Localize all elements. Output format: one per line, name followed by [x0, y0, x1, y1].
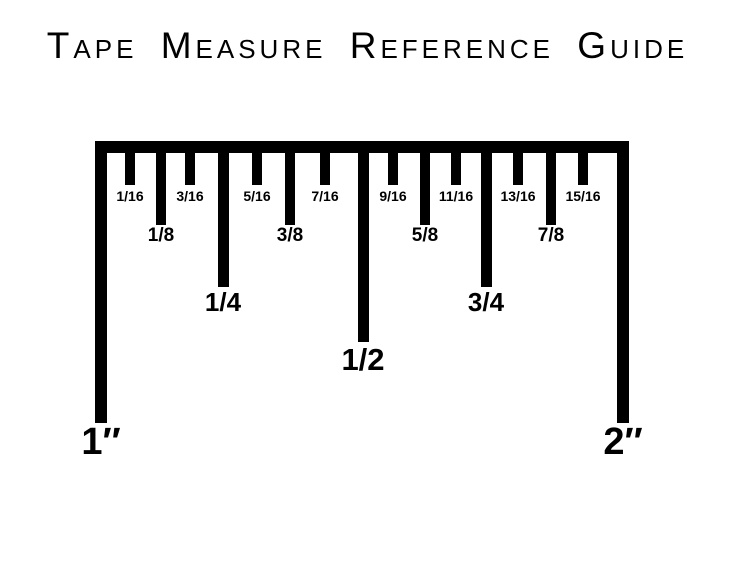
ruler-tick-7-16 [320, 141, 330, 185]
ruler-tick-13-16 [513, 141, 523, 185]
ruler-tick-1-2 [357, 141, 369, 342]
ruler-tick-15-16 [578, 141, 588, 185]
ruler-label-3-8: 3/8 [276, 225, 304, 246]
ruler-tick-1-8 [156, 141, 166, 225]
ruler-label-7-16: 7/16 [311, 188, 339, 204]
ruler-tick-3-16 [185, 141, 195, 185]
ruler-label-9-16: 9/16 [379, 188, 407, 204]
ruler-label-1-4: 1/4 [204, 287, 242, 317]
ruler-label-15-16: 15/16 [565, 188, 601, 204]
page-title: Tape Measure Reference Guide [46, 25, 689, 66]
ruler-label-11-16: 11/16 [438, 188, 474, 204]
ruler-label-1-2: 1/2 [341, 342, 385, 377]
ruler-tick-9-16 [388, 141, 398, 185]
ruler-tick-2in [617, 141, 629, 423]
ruler-tick-5-8 [420, 141, 430, 225]
ruler-label-3-16: 3/16 [176, 188, 204, 204]
ruler-tick-3-4 [480, 141, 492, 287]
ruler-label-7-8: 7/8 [537, 225, 565, 246]
ruler-label-13-16: 13/16 [500, 188, 536, 204]
ruler-tick-3-8 [285, 141, 295, 225]
ruler-label-5-16: 5/16 [243, 188, 271, 204]
ruler-tick-7-8 [546, 141, 556, 225]
ruler-label-1-8: 1/8 [147, 225, 175, 246]
ruler-tick-5-16 [252, 141, 262, 185]
ruler-tick-1-4 [217, 141, 229, 287]
ruler-label-5-8: 5/8 [411, 225, 439, 246]
ruler-label-2in: 2″ [603, 421, 643, 463]
ruler-tick-11-16 [451, 141, 461, 185]
ruler-tick-1-16 [125, 141, 135, 185]
ruler-label-1-16: 1/16 [116, 188, 144, 204]
ruler-tick-1in [95, 141, 107, 423]
ruler-label-1in: 1″ [81, 421, 121, 463]
ruler-label-3-4: 3/4 [467, 287, 505, 317]
